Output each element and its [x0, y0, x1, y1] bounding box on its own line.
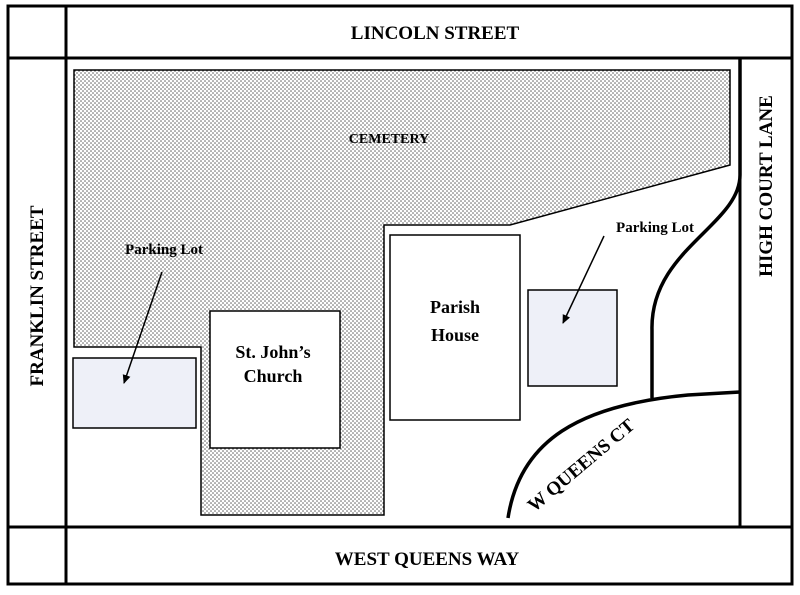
- parking-lot-right: [527, 289, 618, 387]
- west-queens-way-label: WEST QUEENS WAY: [335, 549, 520, 570]
- cemetery-label: CEMETERY: [349, 132, 429, 147]
- franklin-street-label: FRANKLIN STREET: [27, 205, 48, 386]
- parking-lot-left: [72, 357, 197, 429]
- parish-house-label-line1: Parish: [430, 297, 480, 317]
- high-court-lane-label: HIGH COURT LANE: [756, 95, 777, 277]
- w-queens-ct-curve: [506, 390, 741, 519]
- church-label-line2: Church: [244, 366, 303, 386]
- lincoln-street-label: LINCOLN STREET: [351, 23, 520, 44]
- parking-lot-left-label: Parking Lot: [125, 242, 203, 258]
- st-johns-church-building: [209, 310, 341, 449]
- church-label-line1: St. John’s: [235, 342, 310, 362]
- parking-lot-left-arrow: [122, 271, 163, 384]
- high-court-lane-bend: [650, 58, 742, 398]
- parish-house-label-line2: House: [431, 325, 479, 345]
- parking-lot-right-label: Parking Lot: [616, 220, 694, 236]
- parish-house-building: [389, 234, 521, 421]
- parking-lot-right-arrow: [562, 235, 605, 324]
